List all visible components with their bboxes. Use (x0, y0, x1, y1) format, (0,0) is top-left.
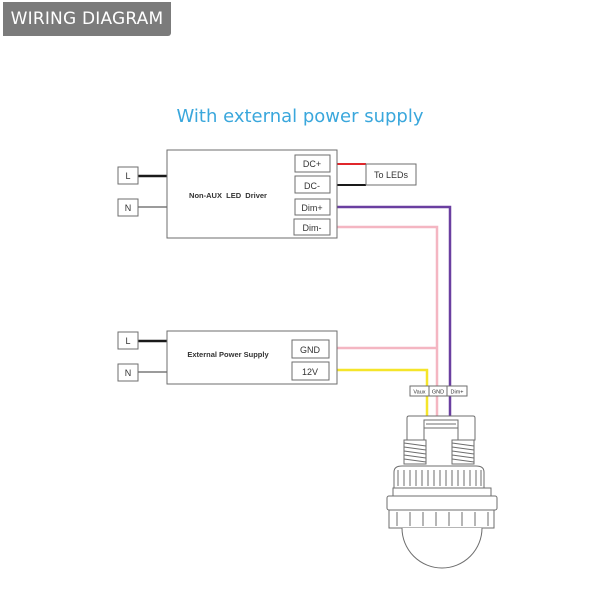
terminal-12v-label: 12V (302, 367, 318, 377)
right-spring (451, 439, 475, 465)
to-leds-label: To LEDs (374, 170, 409, 180)
psu-terminal-l (117, 331, 139, 350)
terminal-dim-plus-label: Dim+ (301, 203, 322, 213)
terminal-dc-plus (294, 154, 331, 173)
led-driver-label: Non-AUX LED Driver (189, 191, 267, 200)
driver-terminal-n-label: N (125, 203, 132, 213)
terminal-dim-minus (293, 218, 331, 236)
terminal-dim-minus-label: Dim- (303, 223, 322, 233)
psu-terminal-n-label: N (125, 368, 132, 378)
psu-terminal-n (117, 363, 139, 382)
terminal-gnd-label: GND (300, 345, 321, 355)
to-leds-box (365, 163, 417, 186)
section-header: WIRING DIAGRAM (3, 2, 171, 36)
terminal-dc-minus (294, 175, 331, 194)
terminal-12v (291, 361, 330, 381)
terminal-dim-plus (294, 198, 331, 216)
driver-terminal-l (117, 166, 139, 185)
terminal-gnd (291, 339, 330, 359)
left-spring (403, 439, 427, 465)
wire-dim-plus (337, 205, 452, 386)
diagram-subtitle: With external power supply (176, 106, 424, 127)
driver-terminal-n (117, 198, 139, 217)
driver-terminal-l-label: L (125, 171, 130, 181)
sensor-terminal-dim-plus-label: Dim+ (451, 390, 464, 396)
power-supply-label: External Power Supply (187, 350, 269, 359)
wire-dim-minus (337, 225, 439, 386)
sensor-terminal-gnd-label: GND (432, 390, 444, 396)
wire-12v (337, 368, 429, 386)
psu-terminal-l-label: L (125, 336, 130, 346)
terminal-dc-minus-label: DC- (304, 181, 320, 191)
sensor-device-icon (386, 415, 498, 569)
terminal-dc-plus-label: DC+ (303, 159, 321, 169)
sensor-terminal-dim-plus (446, 385, 468, 397)
sensor-terminal-vaux-label: Vaux (413, 390, 425, 396)
